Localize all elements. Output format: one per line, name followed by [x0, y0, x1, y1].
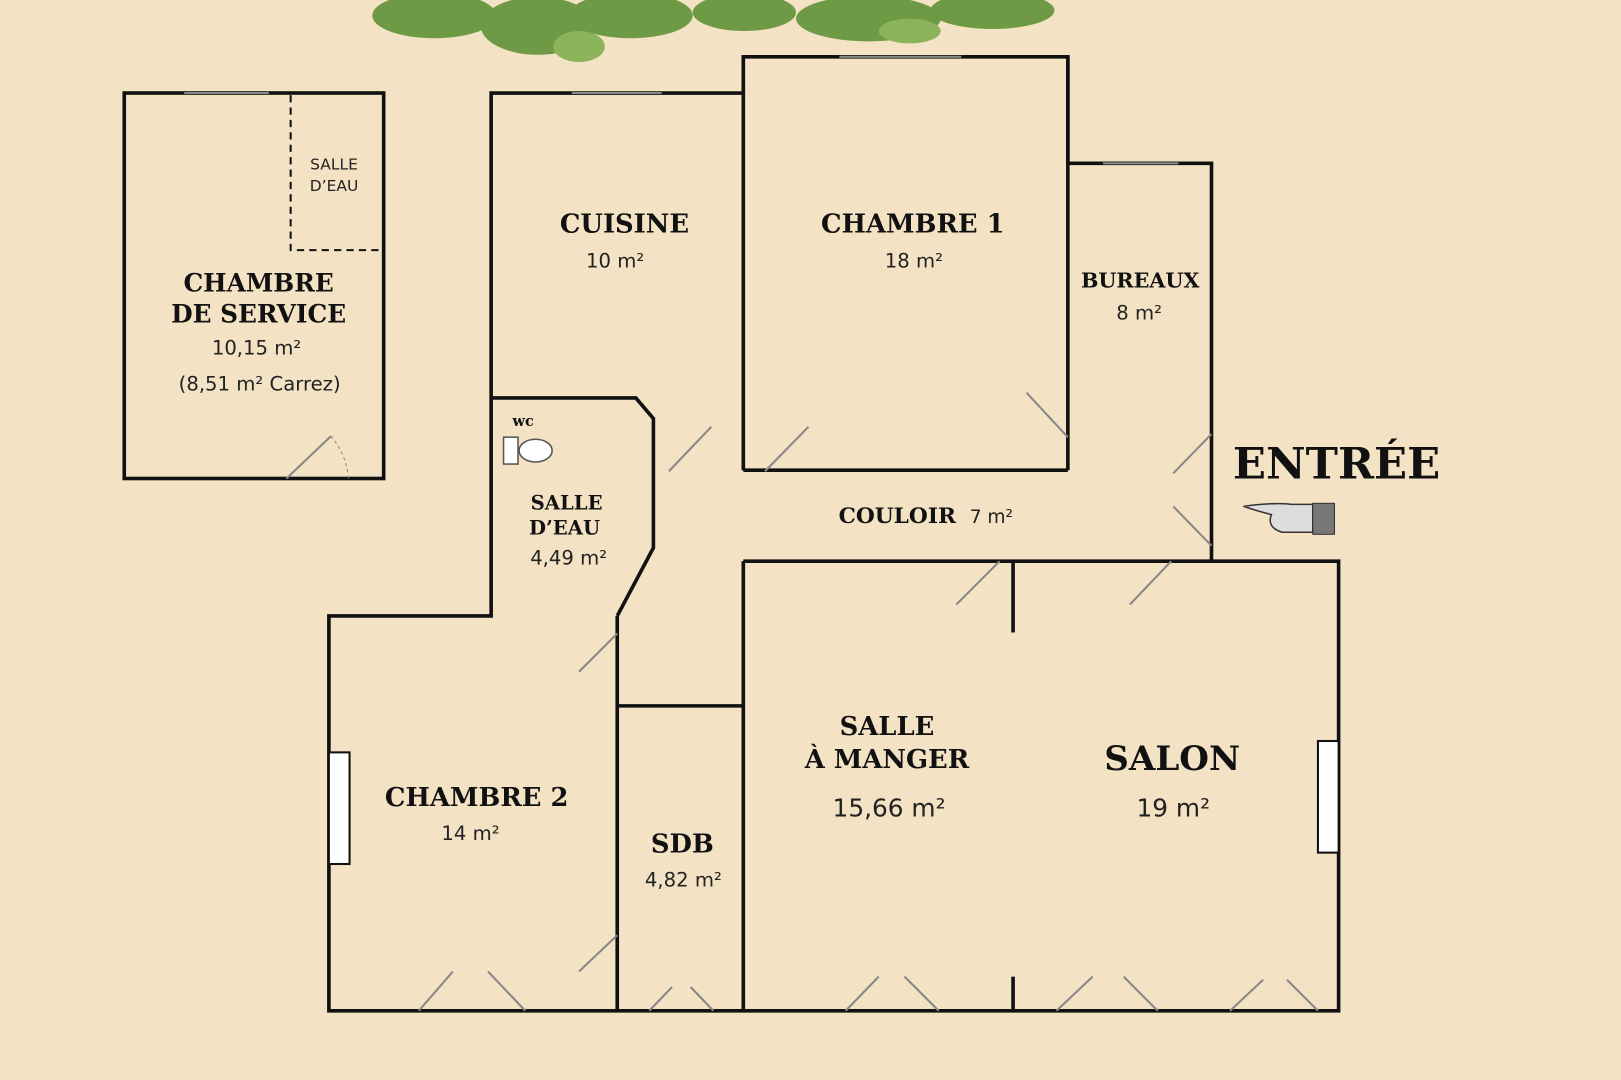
apartment-outline: [327, 55, 1341, 1013]
room-area: 10 m²: [586, 250, 644, 273]
room-name: SALLE: [531, 492, 603, 515]
room-name: CHAMBRE 2: [385, 783, 569, 813]
room-area: 10,15 m²: [212, 336, 301, 359]
room-area: 19 m²: [1136, 793, 1210, 822]
room-name: D’EAU: [529, 516, 600, 539]
room-area: 15,66 m²: [833, 793, 946, 822]
salle-eau-label-2: D’EAU: [310, 177, 359, 195]
room-area: 7 m²: [970, 507, 1013, 528]
room-name: wc: [512, 413, 534, 430]
doors-and-windows: [327, 55, 1340, 1012]
room-area: 18 m²: [885, 250, 943, 273]
room-area: 8 m²: [1116, 301, 1162, 324]
tree-foliage: [372, 0, 1055, 63]
room-name: CHAMBRE: [183, 268, 333, 297]
room-carrez-area: (8,51 m² Carrez): [179, 373, 341, 396]
entrance-label: ENTRÉE: [1233, 439, 1440, 490]
room-area: 4,49 m²: [530, 546, 607, 569]
room-area: 14 m²: [441, 822, 499, 845]
room-name: COULOIR: [839, 504, 957, 529]
room-area: 4,82 m²: [645, 869, 722, 892]
room-name: SALLE: [840, 712, 935, 742]
toilet-icon: [502, 436, 553, 465]
room-name: À MANGER: [804, 743, 970, 775]
room-name: BUREAUX: [1081, 268, 1199, 292]
salle-eau-dashed-outline: [289, 95, 382, 252]
room-name: SDB: [651, 830, 714, 860]
door: [285, 435, 332, 480]
room-name: CHAMBRE 1: [821, 210, 1005, 240]
room-name: DE SERVICE: [171, 299, 346, 328]
salle-eau-label: SALLE: [310, 155, 358, 173]
room-name: CUISINE: [560, 210, 689, 240]
room-name: SALON: [1104, 739, 1240, 779]
interior-walls: [491, 56, 1212, 1011]
pointing-hand-icon: [1243, 502, 1335, 535]
